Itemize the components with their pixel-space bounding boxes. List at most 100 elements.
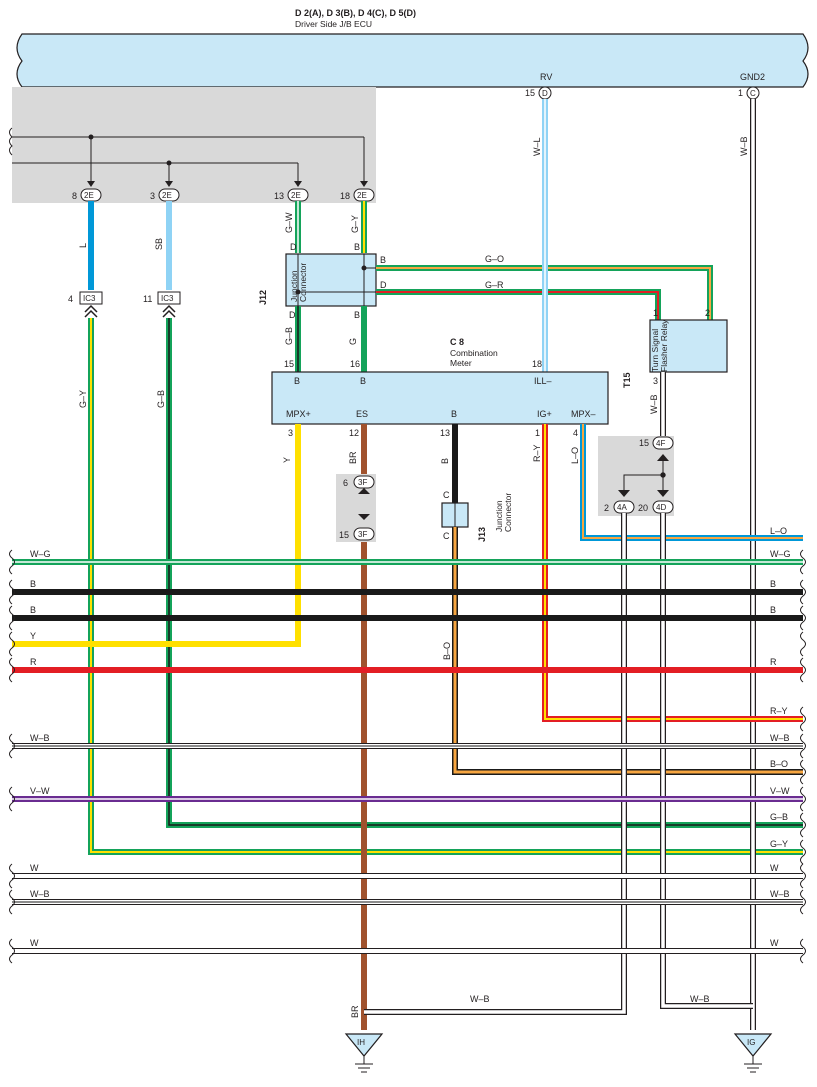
j12-b-right: B bbox=[380, 255, 386, 265]
wire-break-mark bbox=[9, 631, 15, 657]
wire-lo-label: L–O bbox=[570, 447, 580, 464]
svg-text:15: 15 bbox=[525, 88, 535, 98]
wire-break-mark bbox=[800, 657, 806, 683]
wire-break-mark bbox=[800, 631, 806, 657]
wire-gr-label: G–R bbox=[485, 280, 504, 290]
j12-b-top: B bbox=[354, 242, 360, 252]
ecu-pin-8[interactable]: 2E 8 bbox=[72, 188, 102, 202]
c8-top-ill: ILL– bbox=[534, 376, 552, 386]
bus-label-right-12: W–B bbox=[770, 889, 790, 899]
wire-ry-label: R–Y bbox=[532, 444, 542, 462]
wire-4d-down bbox=[660, 513, 753, 1009]
j12-d-bottom: D bbox=[289, 310, 296, 320]
c8-pin-15: 15 bbox=[284, 359, 294, 369]
wire-lo bbox=[580, 424, 803, 541]
ic3-pin-11[interactable]: IC3 11 bbox=[143, 291, 181, 305]
wire-gnd2-label: W–B bbox=[739, 136, 749, 156]
c8-pin-18: 18 bbox=[532, 359, 542, 369]
wire-break-mark bbox=[800, 579, 806, 605]
c8-pin-12: 12 bbox=[349, 428, 359, 438]
ground-left-wire-label: BR bbox=[350, 1005, 360, 1018]
svg-text:18: 18 bbox=[340, 191, 350, 201]
t15-code: T15 bbox=[622, 372, 632, 388]
ground-ih: IH bbox=[344, 1033, 384, 1073]
svg-text:2E: 2E bbox=[84, 191, 94, 200]
j13-c-top: C bbox=[443, 490, 450, 500]
wire-break-mark bbox=[9, 549, 15, 575]
j13-c-bottom: C bbox=[443, 531, 450, 541]
wire-j12-g-label: G bbox=[348, 338, 358, 345]
ic3-pin-4[interactable]: IC3 4 bbox=[68, 291, 103, 305]
ecu-junction-dots bbox=[88, 134, 172, 166]
wire-break-mark bbox=[9, 579, 15, 605]
ecu-box bbox=[16, 33, 809, 88]
conn-4a[interactable]: 4A 2 bbox=[604, 500, 635, 514]
ground-ig: IG bbox=[733, 1033, 773, 1073]
wire-bo-label: B–O bbox=[442, 642, 452, 660]
conn-3f-bottom[interactable]: 3F 15 bbox=[339, 527, 375, 541]
svg-text:C: C bbox=[750, 89, 756, 98]
bus-label-left-11: W bbox=[30, 863, 39, 873]
wire-go-label: G–O bbox=[485, 254, 504, 264]
j12-d-top: D bbox=[290, 242, 297, 252]
c8-pin-16: 16 bbox=[350, 359, 360, 369]
ecu-pin-13[interactable]: 2E 13 bbox=[274, 188, 309, 202]
ecu-pin-18[interactable]: 2E 18 bbox=[340, 188, 375, 202]
t15-name1: Turn Signal bbox=[650, 329, 660, 372]
c8-ig-plus: IG+ bbox=[537, 409, 552, 419]
j12-internal bbox=[295, 254, 376, 306]
svg-text:2E: 2E bbox=[357, 191, 367, 200]
ground-ig-label: IG bbox=[747, 1038, 755, 1047]
ground-right-join-label: W–B bbox=[690, 994, 710, 1004]
wire-gr bbox=[376, 289, 661, 320]
conn-4-arrows bbox=[618, 454, 669, 497]
bus-label-right-10: G–Y bbox=[770, 839, 788, 849]
svg-text:13: 13 bbox=[274, 191, 284, 201]
c8-mpx-plus: MPX+ bbox=[286, 409, 311, 419]
svg-text:D: D bbox=[542, 89, 548, 98]
svg-text:IC3: IC3 bbox=[83, 294, 96, 303]
c8-pin-3: 3 bbox=[288, 428, 293, 438]
bus-label-right-6: W–B bbox=[770, 733, 790, 743]
conn-4d[interactable]: 4D 20 bbox=[638, 500, 674, 514]
bus-label-left-1: B bbox=[30, 579, 36, 589]
wire-gb-bus bbox=[166, 318, 803, 828]
svg-text:1: 1 bbox=[738, 88, 743, 98]
t15-pin-2: 2 bbox=[705, 308, 710, 318]
wire-y bbox=[12, 424, 301, 647]
wire-gy-top-label: G–Y bbox=[350, 215, 360, 233]
c8-pin-4: 4 bbox=[573, 428, 578, 438]
wire-break-mark bbox=[800, 889, 806, 915]
conn-4f[interactable]: 4F 15 bbox=[639, 436, 674, 450]
c8-pin-1: 1 bbox=[535, 428, 540, 438]
bus-label-right-13: W bbox=[770, 938, 779, 948]
bus-label-left-8: V–W bbox=[30, 786, 50, 796]
bus-label-left-6: W–B bbox=[30, 733, 50, 743]
conn-3f-arrows bbox=[358, 488, 370, 520]
svg-text:4: 4 bbox=[68, 294, 73, 304]
ecu-subtitle: Driver Side J/B ECU bbox=[295, 19, 372, 29]
wire-bo bbox=[452, 527, 803, 775]
wire-gy-bus bbox=[88, 318, 803, 855]
c8-name1: Combination bbox=[450, 348, 498, 358]
ic3-arrow-heads bbox=[84, 304, 176, 318]
gnd2-pin[interactable]: C 1 bbox=[738, 86, 760, 100]
svg-text:4A: 4A bbox=[617, 503, 627, 512]
ecu-title: D 2(A), D 3(B), D 4(C), D 5(D) bbox=[295, 8, 416, 18]
svg-text:IC3: IC3 bbox=[161, 294, 174, 303]
rv-pin[interactable]: D 15 bbox=[525, 86, 552, 100]
t15-pin-3: 3 bbox=[653, 376, 658, 386]
gnd2-label: GND2 bbox=[740, 72, 765, 82]
bus-label-right-0: W–G bbox=[770, 549, 791, 559]
c8-code: C 8 bbox=[450, 337, 464, 347]
wire-b-13-label: B bbox=[440, 458, 450, 464]
conn-3f-top[interactable]: 3F 6 bbox=[343, 475, 375, 489]
wire-break-mark bbox=[800, 759, 806, 785]
wire-break-mark bbox=[9, 938, 15, 964]
ecu-pin-3[interactable]: 2E 3 bbox=[150, 188, 180, 202]
svg-text:11: 11 bbox=[143, 294, 152, 304]
wire-j12-gb-label: G–B bbox=[284, 327, 294, 345]
wire-br-label: BR bbox=[348, 451, 358, 464]
wire-gw-label: G–W bbox=[284, 212, 294, 233]
